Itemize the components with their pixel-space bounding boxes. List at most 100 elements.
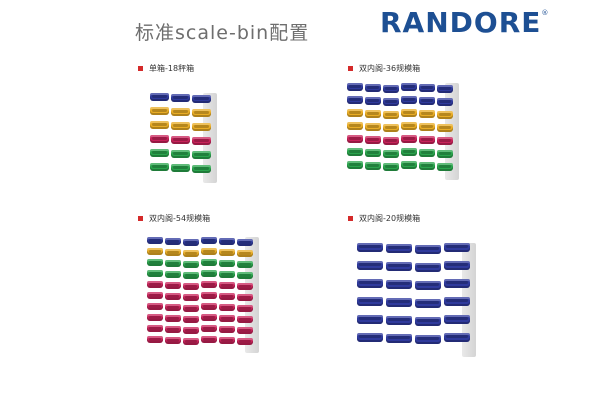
storage-bin bbox=[165, 315, 181, 322]
storage-bin bbox=[401, 96, 417, 104]
storage-bin bbox=[201, 281, 217, 288]
storage-bin bbox=[357, 333, 383, 342]
randore-logo: RANDORE ® bbox=[380, 6, 548, 39]
bullet-icon bbox=[348, 66, 353, 71]
storage-bin bbox=[444, 297, 470, 306]
storage-bin bbox=[150, 163, 169, 171]
storage-bin bbox=[171, 136, 190, 144]
storage-bin bbox=[165, 326, 181, 333]
storage-bin bbox=[150, 135, 169, 143]
storage-bin bbox=[365, 84, 381, 92]
storage-bin bbox=[365, 136, 381, 144]
config-caption-4: 双内阁-20规模箱 bbox=[348, 213, 420, 224]
storage-bin bbox=[192, 95, 211, 103]
storage-bin bbox=[437, 98, 453, 106]
config-caption-1: 单箱-18秤箱 bbox=[138, 63, 194, 74]
storage-bin bbox=[357, 243, 383, 252]
storage-bin bbox=[171, 122, 190, 130]
storage-bin bbox=[419, 97, 435, 105]
storage-bin bbox=[347, 122, 363, 130]
storage-bin bbox=[237, 294, 253, 301]
storage-bin bbox=[165, 337, 181, 344]
storage-bin bbox=[219, 315, 235, 322]
storage-bin bbox=[192, 123, 211, 131]
storage-bin bbox=[201, 248, 217, 255]
storage-bin bbox=[386, 298, 412, 307]
storage-bin bbox=[171, 164, 190, 172]
storage-bin bbox=[383, 85, 399, 93]
storage-bin bbox=[183, 294, 199, 301]
storage-bin bbox=[365, 110, 381, 118]
storage-bin bbox=[147, 270, 163, 277]
storage-bin bbox=[386, 262, 412, 271]
storage-bin bbox=[365, 149, 381, 157]
storage-bin bbox=[219, 304, 235, 311]
storage-bin bbox=[237, 272, 253, 279]
logo-text: RANDORE bbox=[380, 6, 542, 39]
storage-bin bbox=[444, 261, 470, 270]
storage-bin bbox=[183, 327, 199, 334]
storage-bin bbox=[219, 293, 235, 300]
storage-bin bbox=[386, 316, 412, 325]
storage-bin bbox=[444, 279, 470, 288]
bullet-icon bbox=[138, 216, 143, 221]
config-label-2: 双内阁-36规模箱 bbox=[359, 64, 421, 73]
storage-bin bbox=[183, 283, 199, 290]
storage-bin bbox=[171, 108, 190, 116]
storage-bin bbox=[365, 162, 381, 170]
storage-bin bbox=[383, 98, 399, 106]
storage-bin bbox=[150, 93, 169, 101]
registered-mark: ® bbox=[541, 9, 550, 17]
storage-bin bbox=[165, 282, 181, 289]
storage-bin bbox=[383, 111, 399, 119]
storage-bin bbox=[165, 260, 181, 267]
storage-bin bbox=[237, 239, 253, 246]
storage-bin bbox=[150, 149, 169, 157]
storage-bin bbox=[383, 150, 399, 158]
storage-bin bbox=[165, 271, 181, 278]
storage-bin bbox=[237, 250, 253, 257]
storage-bin bbox=[415, 299, 441, 308]
storage-bin bbox=[437, 137, 453, 145]
storage-bin bbox=[401, 135, 417, 143]
storage-bin bbox=[437, 111, 453, 119]
storage-bin bbox=[357, 279, 383, 288]
storage-bin bbox=[401, 83, 417, 91]
bullet-icon bbox=[348, 216, 353, 221]
storage-bin bbox=[401, 109, 417, 117]
bin-rack-image-3 bbox=[147, 237, 259, 353]
storage-bin bbox=[415, 317, 441, 326]
storage-bin bbox=[192, 151, 211, 159]
storage-bin bbox=[347, 109, 363, 117]
storage-bin bbox=[219, 326, 235, 333]
storage-bin bbox=[444, 315, 470, 324]
storage-bin bbox=[147, 237, 163, 244]
storage-bin bbox=[386, 280, 412, 289]
storage-bin bbox=[347, 148, 363, 156]
storage-bin bbox=[201, 292, 217, 299]
storage-bin bbox=[183, 316, 199, 323]
storage-bin bbox=[237, 261, 253, 268]
storage-bin bbox=[401, 161, 417, 169]
bullet-icon bbox=[138, 66, 143, 71]
storage-bin bbox=[150, 121, 169, 129]
storage-bin bbox=[419, 123, 435, 131]
storage-bin bbox=[401, 122, 417, 130]
storage-bin bbox=[357, 315, 383, 324]
storage-bin bbox=[237, 327, 253, 334]
storage-bin bbox=[347, 161, 363, 169]
bin-rack-image-4 bbox=[357, 243, 476, 357]
config-caption-3: 双内阁-54规模箱 bbox=[138, 213, 210, 224]
storage-bin bbox=[150, 107, 169, 115]
storage-bin bbox=[419, 149, 435, 157]
storage-bin bbox=[183, 305, 199, 312]
storage-bin bbox=[437, 150, 453, 158]
storage-bin bbox=[201, 314, 217, 321]
storage-bin bbox=[183, 250, 199, 257]
storage-bin bbox=[165, 293, 181, 300]
storage-bin bbox=[147, 248, 163, 255]
storage-bin bbox=[347, 96, 363, 104]
storage-bin bbox=[165, 238, 181, 245]
storage-bin bbox=[437, 163, 453, 171]
bin-rack-image-1 bbox=[150, 93, 217, 183]
